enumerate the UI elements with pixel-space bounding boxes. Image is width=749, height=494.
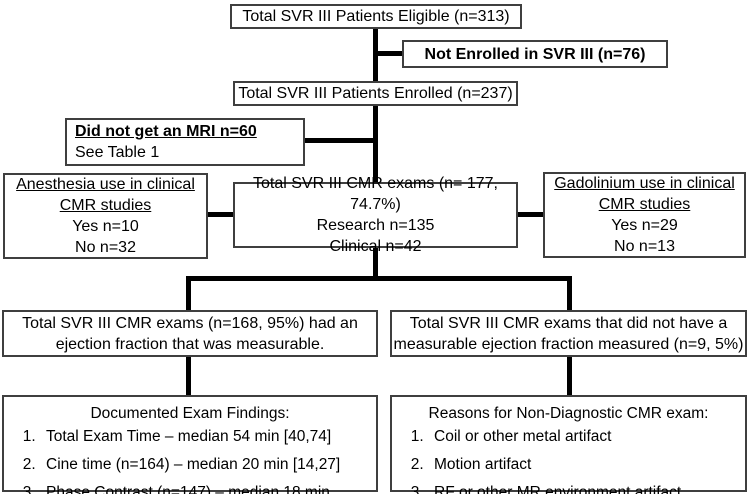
connector-measurable-to-findings [186, 355, 191, 397]
connector-branch-anesthesia [206, 212, 235, 217]
box-non-measurable-ef-line2: measurable ejection fraction measured (n… [393, 335, 744, 353]
non-diagnostic-reason-item: RF or other MR environment artifact [428, 482, 745, 494]
non-diagnostic-reason-item: Coil or other metal artifact [428, 426, 745, 447]
box-cmr-exams-line1: Total SVR III CMR exams (n= 177, 74.7%) [253, 175, 498, 213]
box-measurable-ef-line1: Total SVR III CMR exams (n=168, 95%) had… [22, 314, 358, 332]
connector-nonmeasurable-to-reasons [567, 355, 572, 397]
connector-branch-no-mri [303, 138, 375, 143]
box-not-enrolled-text: Not Enrolled in SVR III (n=76) [424, 45, 646, 63]
box-non-measurable-ef: Total SVR III CMR exams that did not hav… [390, 310, 747, 357]
box-gadolinium: Gadolinium use in clinical CMR studies Y… [543, 172, 746, 258]
box-cmr-exams-line2: Research n=135 [316, 217, 435, 234]
box-gadolinium-yes: Yes n=29 [611, 217, 678, 234]
box-exam-findings-title: Documented Exam Findings: [90, 405, 290, 422]
non-diagnostic-reasons-list: Coil or other metal artifact Motion arti… [392, 426, 745, 494]
connector-enrolled-to-cmr-exams [373, 104, 378, 184]
box-gadolinium-no: No n=13 [614, 238, 675, 255]
box-anesthesia: Anesthesia use in clinical CMR studies Y… [3, 173, 208, 259]
box-no-mri-title: Did not get an MRI n=60 [75, 123, 257, 140]
box-gadolinium-title-line1: Gadolinium use in clinical [554, 175, 735, 192]
box-non-diagnostic-reasons-title: Reasons for Non-Diagnostic CMR exam: [428, 405, 709, 422]
box-non-measurable-ef-line1: Total SVR III CMR exams that did not hav… [409, 314, 728, 332]
exam-findings-item: Cine time (n=164) – median 20 min [14,27… [40, 454, 376, 475]
box-enrolled: Total SVR III Patients Enrolled (n=237) [233, 81, 518, 106]
box-no-mri: Did not get an MRI n=60 See Table 1 [65, 118, 305, 166]
box-cmr-exams-line3: Clinical n=42 [329, 238, 422, 255]
box-gadolinium-title-line2: CMR studies [598, 196, 691, 213]
exam-findings-list: Total Exam Time – median 54 min [40,74] … [4, 426, 376, 494]
connector-branch-gadolinium [516, 212, 545, 217]
box-eligible: Total SVR III Patients Eligible (n=313) [230, 4, 522, 29]
exam-findings-item: Phase Contrast (n=147) – median 18 min [… [40, 482, 376, 494]
connector-split-left-down [186, 276, 191, 312]
connector-split-horizontal [186, 276, 572, 281]
non-diagnostic-reason-item: Motion artifact [428, 454, 745, 475]
box-anesthesia-title-line2: CMR studies [59, 197, 152, 214]
box-cmr-exams: Total SVR III CMR exams (n= 177, 74.7%) … [233, 175, 518, 255]
box-non-diagnostic-reasons: Reasons for Non-Diagnostic CMR exam: Coi… [390, 395, 747, 494]
box-anesthesia-title-line1: Anesthesia use in clinical [16, 176, 195, 193]
connector-branch-not-enrolled [375, 51, 405, 56]
box-measurable-ef-line2: ejection fraction that was measurable. [55, 335, 325, 353]
box-eligible-text: Total SVR III Patients Eligible (n=313) [242, 8, 510, 25]
box-enrolled-text: Total SVR III Patients Enrolled (n=237) [238, 85, 513, 102]
exam-findings-item: Total Exam Time – median 54 min [40,74] [40, 426, 376, 447]
box-exam-findings: Documented Exam Findings: Total Exam Tim… [2, 395, 378, 494]
box-anesthesia-yes: Yes n=10 [72, 218, 139, 235]
box-measurable-ef: Total SVR III CMR exams (n=168, 95%) had… [2, 310, 378, 357]
connector-split-right-down [567, 276, 572, 312]
connector-cmr-exams-down [373, 246, 378, 279]
box-anesthesia-no: No n=32 [75, 239, 136, 256]
box-not-enrolled: Not Enrolled in SVR III (n=76) [402, 40, 668, 68]
box-no-mri-subtitle: See Table 1 [75, 144, 160, 161]
